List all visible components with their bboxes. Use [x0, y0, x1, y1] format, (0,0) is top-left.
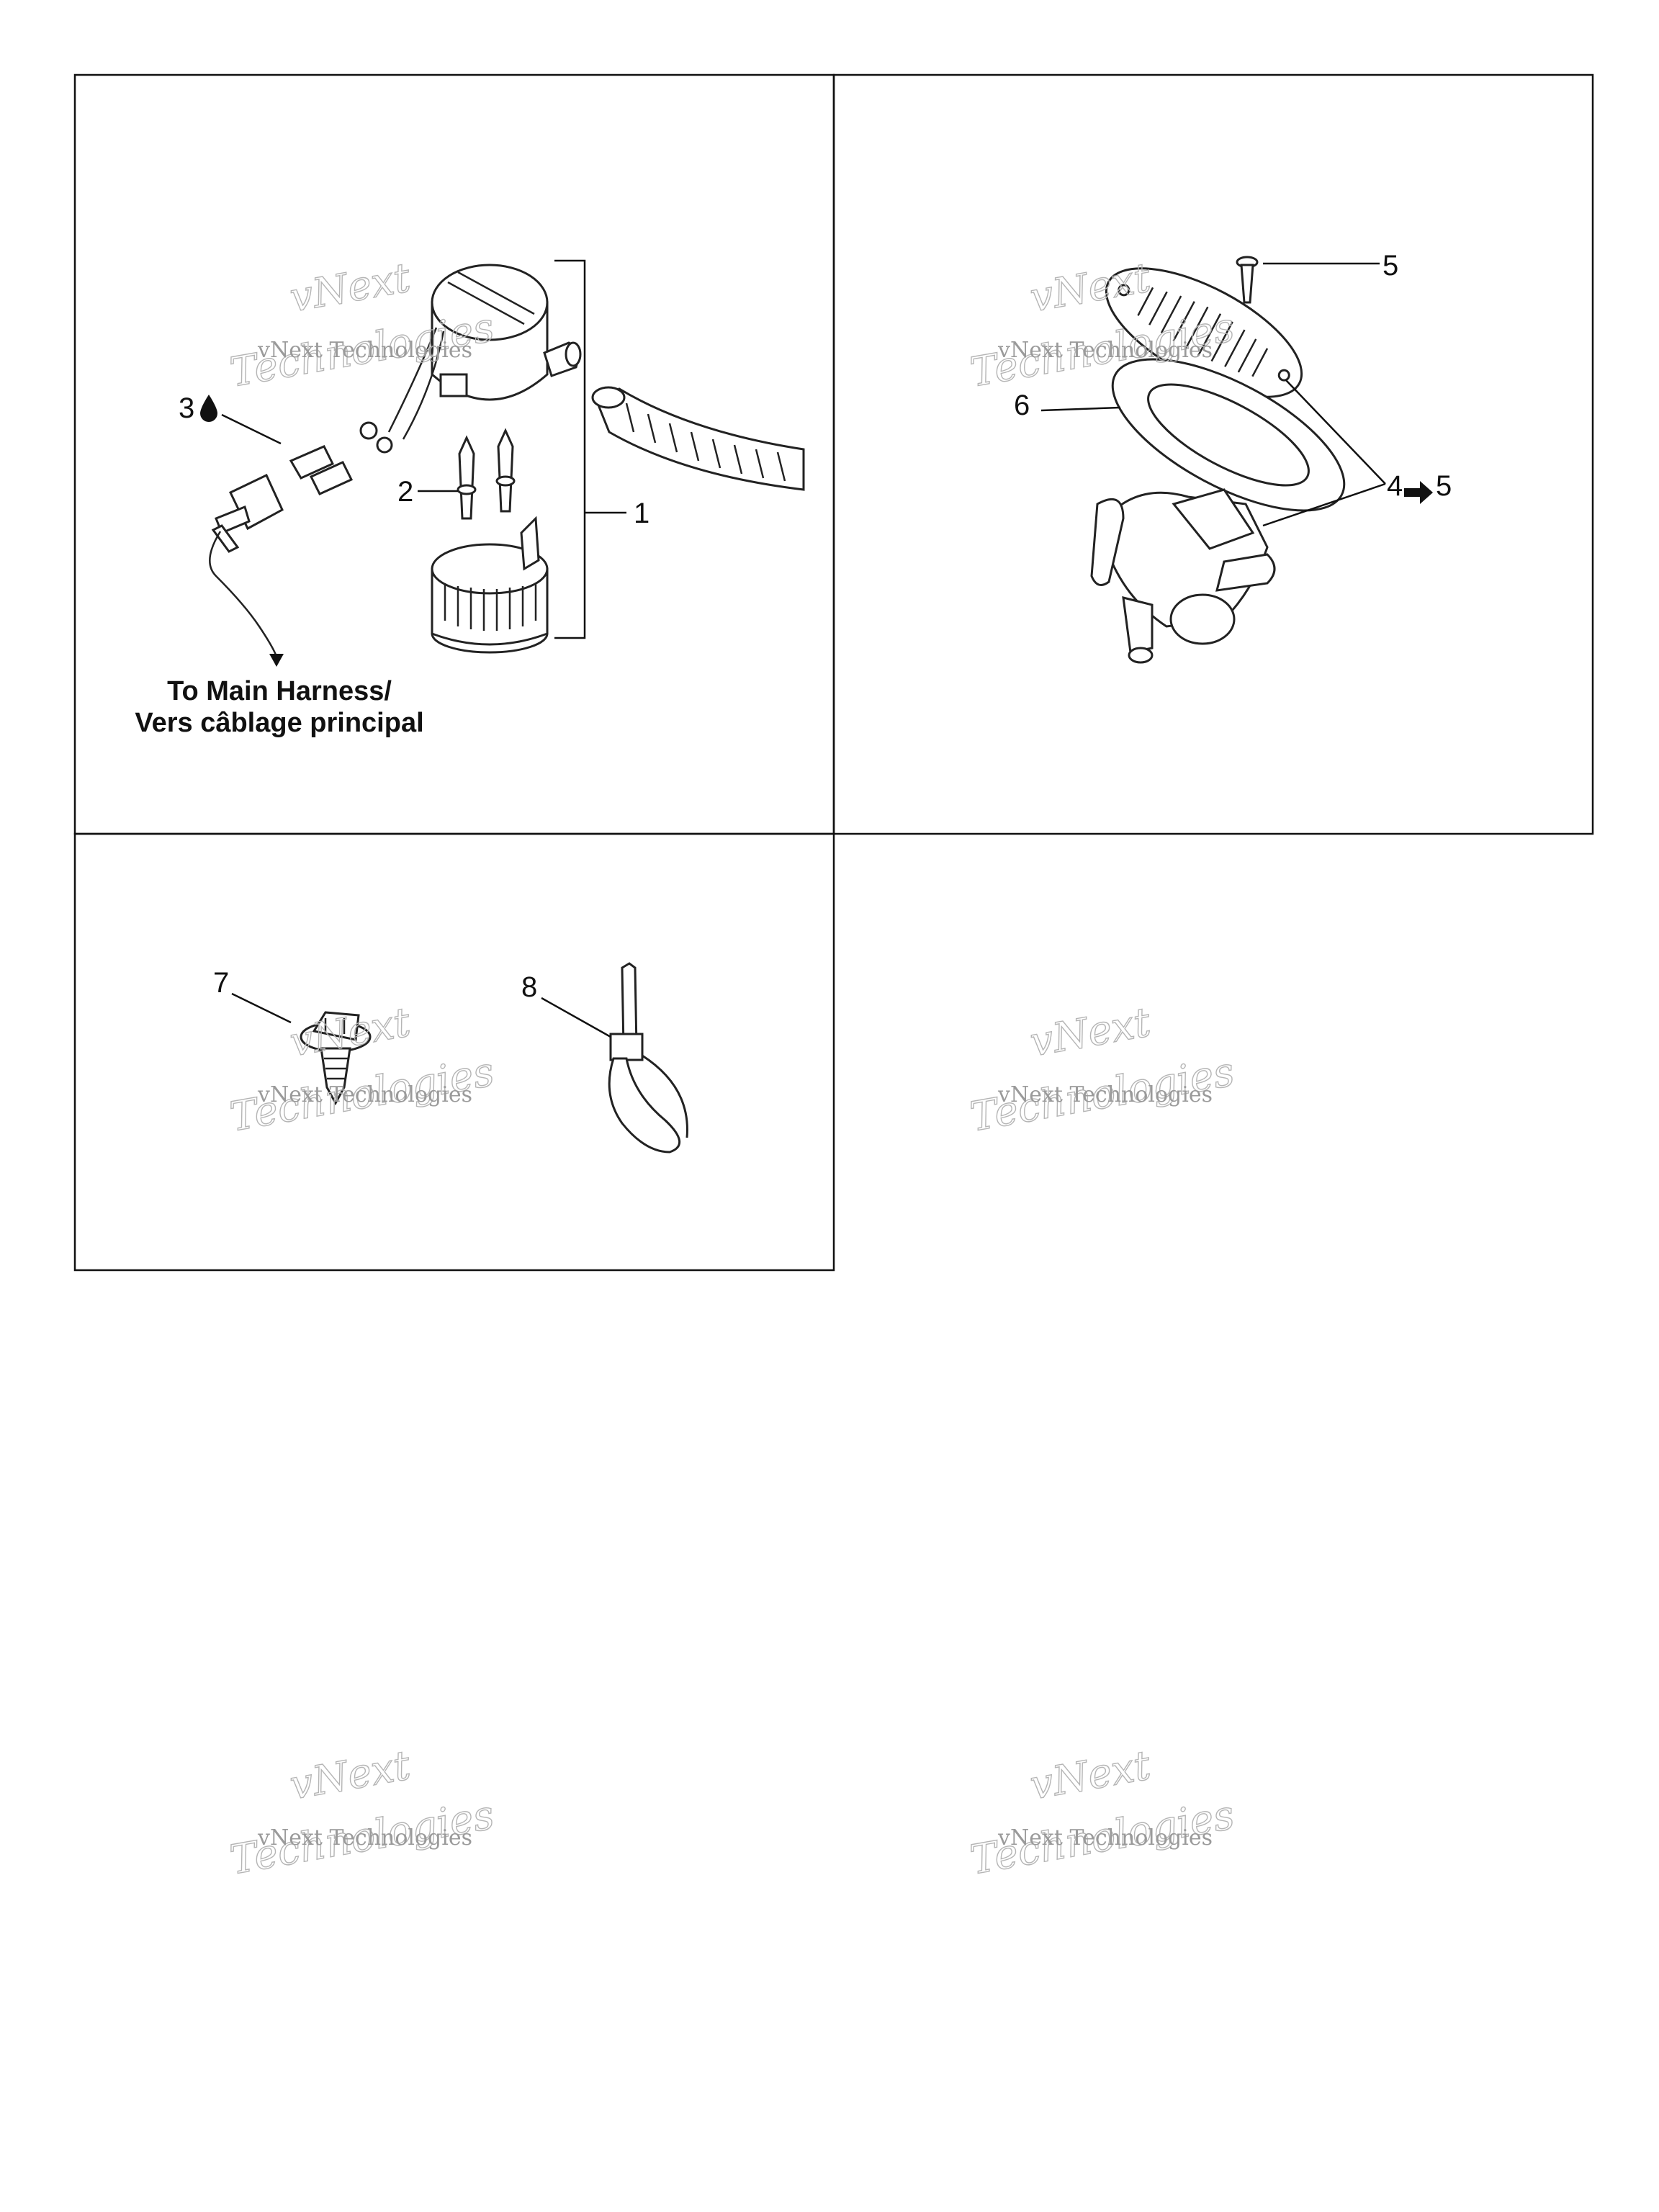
- bracket-item-1: [554, 259, 586, 639]
- svg-text:vNext Technologies: vNext Technologies: [997, 338, 1213, 363]
- arrow-down-icon: [269, 654, 284, 667]
- pump-strainer: [431, 516, 549, 654]
- svg-text:vNext: vNext: [287, 254, 414, 321]
- callout-5-top: 5: [1382, 250, 1398, 282]
- svg-text:vNext Technologies: vNext Technologies: [257, 1082, 472, 1107]
- leader-6: [1040, 406, 1121, 412]
- svg-text:vNext: vNext: [1027, 999, 1154, 1066]
- leader-4: [1262, 379, 1386, 527]
- callout-3: 3: [179, 392, 194, 424]
- leader-8: [541, 997, 611, 1038]
- callout-6: 6: [1014, 390, 1030, 421]
- watermarks: vNext Technologies vNext Technologies vN…: [226, 254, 1238, 1885]
- housing-item-4: [1090, 488, 1276, 664]
- callout-7: 7: [213, 967, 229, 999]
- svg-text:vNext Technologies: vNext Technologies: [997, 1082, 1213, 1107]
- watermark-6: vNext Technologies vNext Technologies: [966, 1742, 1238, 1885]
- callout-5-range: 5: [1436, 470, 1452, 502]
- vent-assembly: 5 6 4 5: [1014, 250, 1452, 664]
- bilge-pump-assembly: 1 2 3 To Main Harness/ Vers câblage prin…: [135, 259, 805, 738]
- callout-1: 1: [634, 498, 649, 529]
- pump-body: [387, 264, 582, 440]
- callout-2: 2: [397, 476, 413, 508]
- pump-hose: [591, 386, 805, 491]
- caption-line-1: To Main Harness/: [167, 676, 392, 706]
- svg-text:vNext: vNext: [287, 999, 414, 1066]
- gasket-item-6: [1111, 358, 1346, 512]
- right-arrow-icon: [1404, 481, 1433, 504]
- connector-item-3: [209, 421, 393, 667]
- drop-icon: [200, 395, 217, 422]
- screw-item-5: [1236, 256, 1259, 304]
- callout-8: 8: [521, 971, 537, 1003]
- svg-text:vNext Technologies: vNext Technologies: [997, 1825, 1213, 1851]
- watermark-4: vNext Technologies vNext Technologies: [966, 999, 1238, 1142]
- panel-grid: [73, 73, 1594, 1272]
- panel-bottom-left: [73, 832, 835, 1272]
- panel-top-right: [832, 73, 1594, 835]
- leader-7: [231, 992, 292, 1024]
- svg-text:vNext Technologies: vNext Technologies: [257, 338, 472, 363]
- svg-text:vNext Technologies: vNext Technologies: [257, 1825, 472, 1851]
- callout-4: 4: [1387, 470, 1403, 502]
- watermark-5: vNext Technologies vNext Technologies: [226, 1742, 498, 1885]
- screws-item-2: [457, 428, 516, 520]
- leader-3: [221, 413, 282, 445]
- svg-text:vNext: vNext: [287, 1742, 414, 1809]
- svg-text:vNext: vNext: [1027, 1742, 1154, 1809]
- watermark-3: vNext Technologies vNext Technologies: [226, 999, 498, 1142]
- push-rivet-item-7: [300, 1011, 372, 1106]
- cable-tie-item-8: [608, 962, 688, 1154]
- fasteners: 7 8: [213, 962, 688, 1154]
- caption-line-2: Vers câblage principal: [135, 708, 423, 738]
